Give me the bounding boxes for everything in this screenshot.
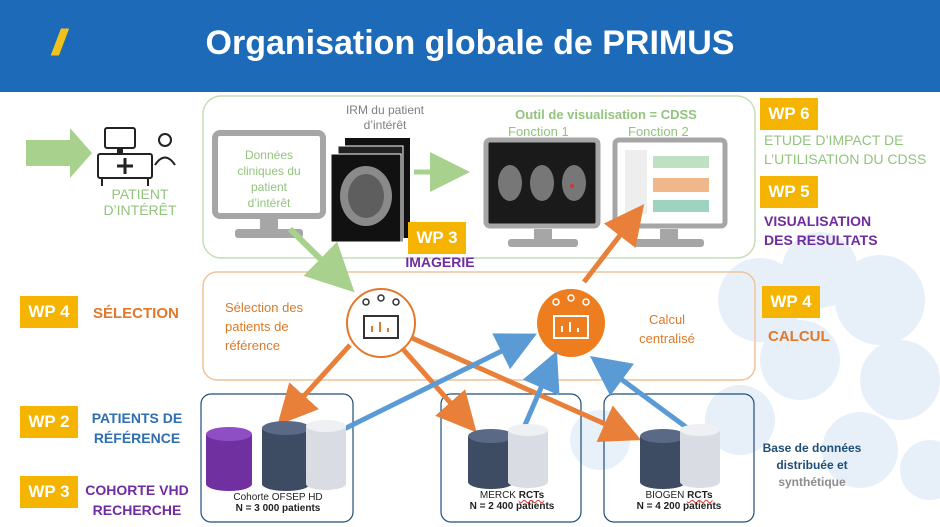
selection-calcul-container: [202, 271, 756, 381]
doctor-desk-icon: [97, 127, 176, 186]
cylinder-ofsep-purple: [206, 427, 252, 491]
arrow-selection-to-biogen: [410, 335, 642, 443]
calcul-label: CALCUL: [768, 328, 830, 345]
cylinder-biogen-light: [680, 424, 720, 488]
cdss-monitor-1: [483, 137, 601, 247]
arrow-calcul-to-cdss: [582, 204, 645, 284]
cylinder-merck-light: [508, 424, 548, 488]
cohort-caption-merck: MERCK RCTs N = 2 400 patients: [469, 490, 555, 512]
wp3-cohorte-badge: WP 3: [20, 476, 78, 508]
wp6-badge: WP 6: [760, 98, 818, 130]
wp4-calcul-badge: WP 4: [762, 286, 820, 318]
wp3-imagerie-badge: WP 3: [408, 222, 466, 254]
wp2-badge: WP 2: [20, 406, 78, 438]
imagerie-label: IMAGERIE: [405, 254, 475, 270]
fonction2-label: Fonction 2: [628, 124, 689, 139]
selection-network-icon: [346, 288, 416, 358]
arrow-selection-to-merck: [400, 346, 477, 433]
irm-image-stack: [330, 138, 410, 243]
arrow-merck-to-calcul: [522, 350, 560, 426]
arrow-biogen-to-calcul: [589, 356, 692, 433]
arrow-ofsep-to-calcul: [328, 333, 537, 439]
arrow-selection-to-ofsep: [277, 343, 352, 426]
visualisation-container: [202, 95, 756, 259]
wp5-badge: WP 5: [760, 176, 818, 208]
page-title: Organisation globale de PRIMUS: [205, 24, 735, 62]
cdss-monitor-2: [612, 137, 728, 247]
cohort-box-ofsep: [200, 393, 354, 523]
monitor-clinical-icon: [212, 130, 326, 238]
header-bar: [0, 0, 940, 92]
patient-arrow: [26, 128, 92, 178]
cohort-box-merck: [440, 393, 582, 523]
wp4-selection-badge: WP 4: [20, 296, 78, 328]
calcul-network-icon: [537, 289, 605, 357]
arrow-clinical-to-selection: [287, 226, 355, 293]
database-label: Base de données distribuée et synthétiqu…: [762, 441, 862, 489]
cylinder-merck-dark: [468, 429, 514, 489]
cohort-caption-biogen: BIOGEN RCTs N = 4 200 patients: [636, 490, 722, 512]
cylinder-biogen-dark: [640, 429, 686, 489]
cdss-title: Outil de visualisation = CDSS: [515, 107, 697, 122]
cohort-box-biogen: [603, 393, 755, 523]
selection-label: SÉLECTION: [93, 305, 179, 322]
cylinder-ofsep-dark: [262, 421, 310, 491]
fonction1-label: Fonction 1: [508, 124, 569, 139]
cylinder-ofsep-light: [306, 420, 346, 490]
